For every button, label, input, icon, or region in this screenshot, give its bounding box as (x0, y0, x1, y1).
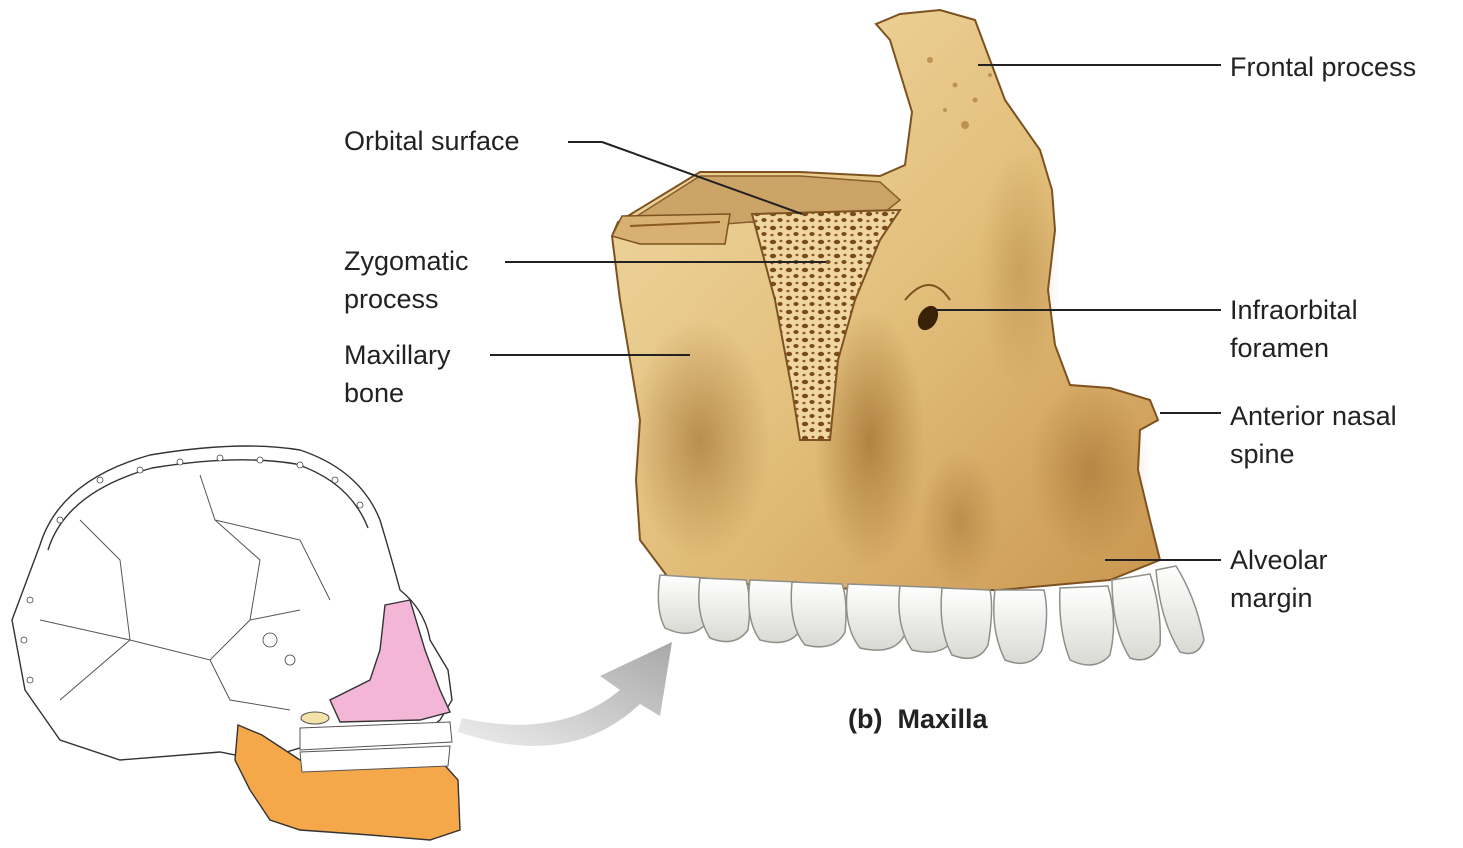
figure-caption: (b) Maxilla (848, 704, 988, 735)
label-anterior-nasal-spine: Anterior nasal spine (1230, 397, 1397, 473)
caption-letter: (b) (848, 704, 882, 735)
label-orbital-surface: Orbital surface (344, 122, 520, 160)
label-maxillary-bone: Maxillary bone (344, 336, 451, 412)
label-zygomatic-process: Zygomatic process (344, 242, 469, 318)
label-alveolar-margin: Alveolar margin (1230, 541, 1328, 617)
curved-arrow (458, 642, 672, 746)
caption-title: Maxilla (898, 704, 988, 735)
label-frontal-process: Frontal process (1230, 48, 1416, 86)
label-infraorbital-foramen: Infraorbital foramen (1230, 291, 1358, 367)
